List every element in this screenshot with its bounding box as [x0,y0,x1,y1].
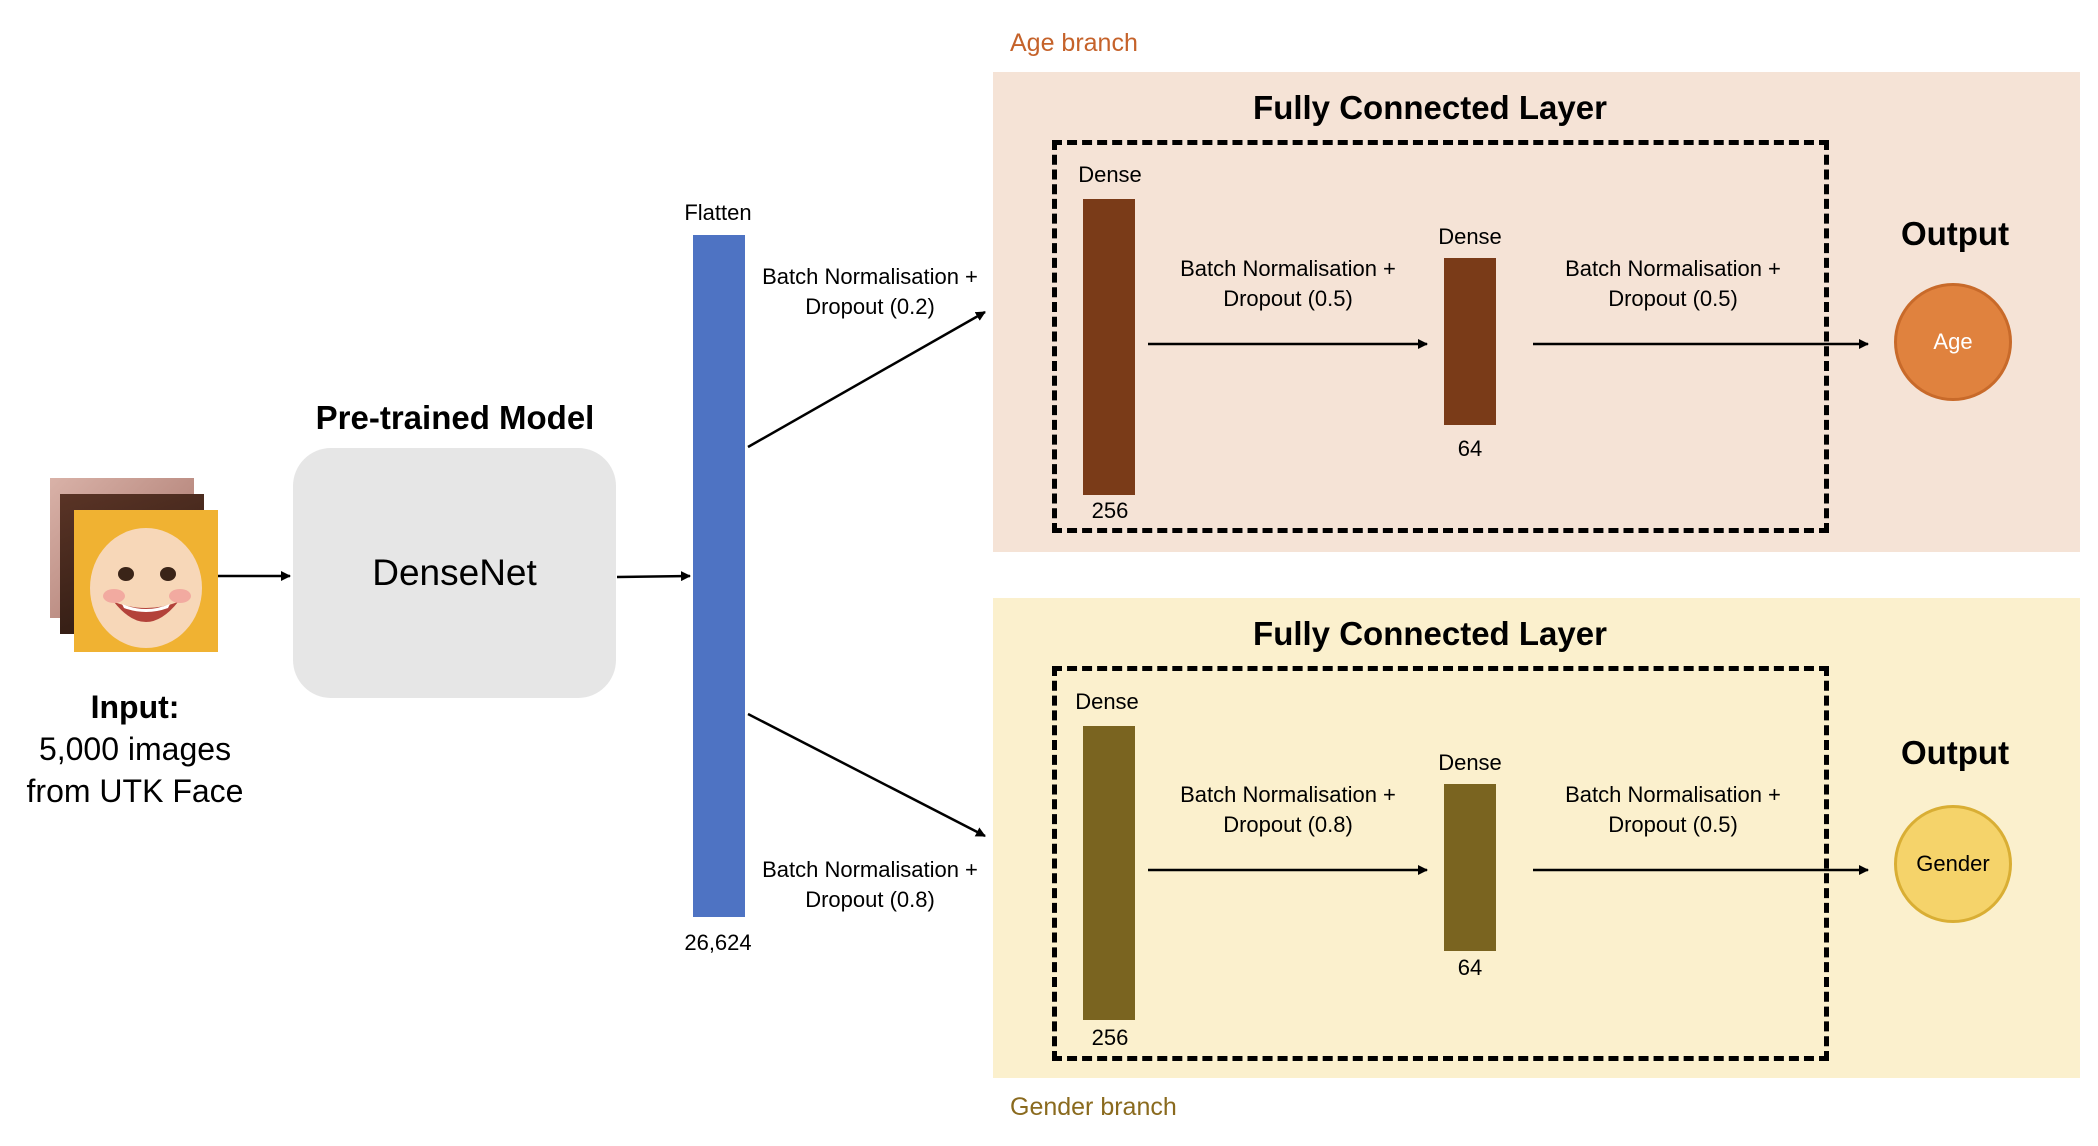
gender-dense2-size: 64 [1457,955,1483,980]
face-photo-stack-icon [50,478,220,656]
age-dense2-bar [1444,258,1496,425]
gender-output-title: Output [1900,734,2010,771]
age-dense2-label: Dense [1438,224,1502,249]
gender-link-label-line1: Batch Normalisation + [762,857,978,882]
arrow-densenet-to-flatten [616,571,691,582]
input-source: from UTK Face [26,773,244,809]
age-fc-layer-box [1052,140,1829,533]
age-branch-label: Age branch [1010,29,1138,57]
gender-dense1-size: 256 [1091,1025,1129,1050]
age-mid-link-line2: Dropout (0.5) [1223,286,1353,311]
pretrained-heading: Pre-trained Model [315,399,595,436]
age-dense2-size: 64 [1457,436,1483,461]
gender-output-label: Gender [1916,851,1990,876]
age-out-link-line1: Batch Normalisation + [1565,256,1781,281]
gender-fc-layer-title: Fully Connected Layer [1253,615,1607,652]
densenet-box: DenseNet [293,448,616,698]
arrow-flatten-to-gender [747,712,986,838]
age-output-node: Age [1894,283,2012,401]
flatten-label: Flatten [684,200,752,225]
age-link-label-line1: Batch Normalisation + [762,264,978,289]
gender-dense2-bar [1444,784,1496,951]
gender-mid-link-line2: Dropout (0.8) [1223,812,1353,837]
flatten-size: 26,624 [684,930,752,955]
age-dense1-bar [1083,199,1135,495]
age-out-link-line2: Dropout (0.5) [1608,286,1738,311]
age-dense1-size: 256 [1091,498,1129,523]
age-output-title: Output [1900,215,2010,252]
arrow-flatten-to-age [747,310,986,449]
age-output-label: Age [1933,329,1973,354]
gender-dense1-label: Dense [1075,689,1139,714]
gender-dense2-label: Dense [1438,750,1502,775]
age-branch-panel [993,72,2080,552]
gender-mid-link-line1: Batch Normalisation + [1180,782,1396,807]
gender-out-link-line1: Batch Normalisation + [1565,782,1781,807]
gender-dense1-bar [1083,726,1135,1020]
gender-branch-label: Gender branch [1010,1093,1177,1121]
photo-front [74,510,218,652]
age-link-label-line2: Dropout (0.2) [805,294,935,319]
input-title: Input: [90,689,180,725]
age-dense1-label: Dense [1078,162,1142,187]
gender-output-node: Gender [1894,805,2012,923]
age-fc-layer-title: Fully Connected Layer [1253,89,1607,126]
gender-link-label-line2: Dropout (0.8) [805,887,935,912]
input-count: 5,000 images [38,731,232,767]
age-mid-link-line1: Batch Normalisation + [1180,256,1396,281]
gender-out-link-line2: Dropout (0.5) [1608,812,1738,837]
gender-fc-layer-box [1052,666,1829,1061]
densenet-label: DenseNet [372,552,537,593]
flatten-bar [693,235,745,917]
